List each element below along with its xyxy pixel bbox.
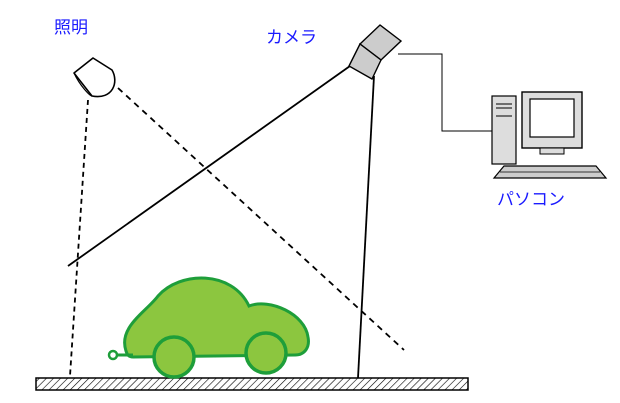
camera-lens-icon: [348, 42, 382, 80]
pc-monitor-icon: [521, 91, 583, 155]
pc-tower-icon: [491, 95, 517, 165]
pc-label: パソコン: [497, 190, 565, 210]
camera-label: カメラ: [266, 28, 317, 48]
lamp-icon: [73, 57, 116, 98]
lamp-shade-edge: [73, 72, 93, 97]
car-rear-wheel: [244, 331, 288, 375]
light-label: 照明: [54, 18, 88, 38]
camera-view-line-down: [357, 75, 375, 379]
light-beam-diagonal: [117, 87, 405, 351]
camera-view-line-left: [67, 65, 351, 267]
car-icon: [107, 276, 310, 379]
pc-keyboard-icon: [492, 165, 608, 179]
car-tail-ring: [107, 349, 119, 361]
camera-cable: [398, 53, 494, 132]
light-beam-vertical: [69, 99, 89, 377]
car-front-wheel: [152, 335, 196, 379]
floor: [35, 377, 469, 391]
